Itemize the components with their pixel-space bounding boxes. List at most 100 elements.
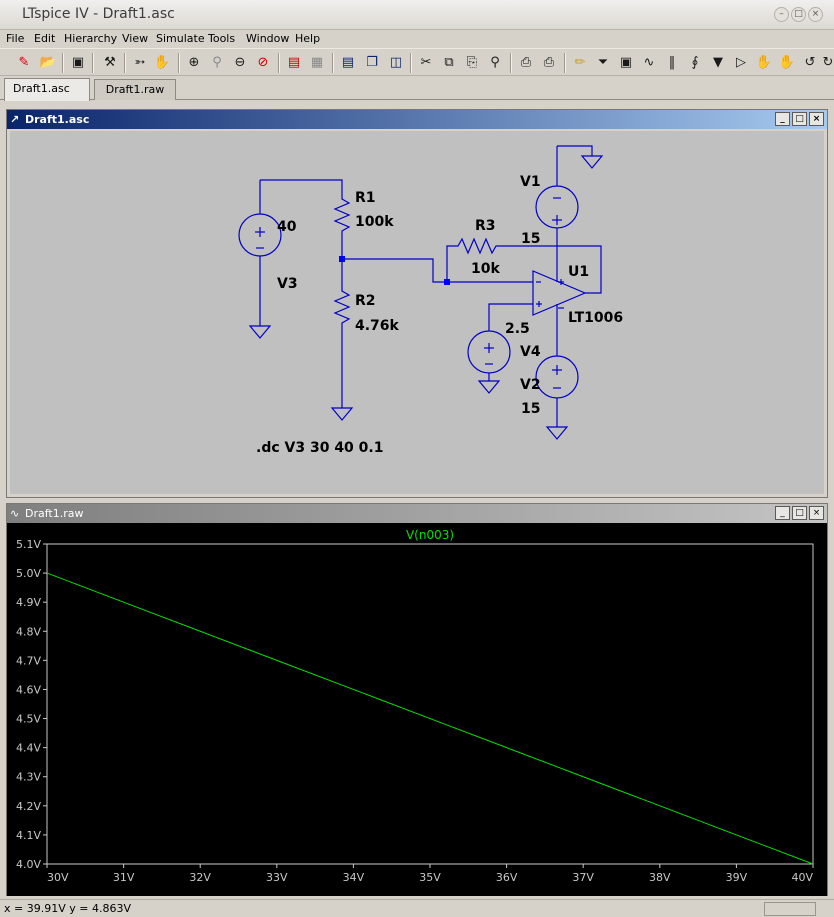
new-schematic-icon[interactable]: ✎ xyxy=(18,55,30,70)
tab-draft1-asc[interactable]: Draft1.asc xyxy=(4,78,90,101)
inductor-icon[interactable]: ∮ xyxy=(691,55,699,70)
tile-horizontal-icon[interactable]: ▤ xyxy=(341,55,355,70)
find-icon[interactable]: ⚲ xyxy=(490,55,500,70)
drag-icon[interactable]: ✋ xyxy=(778,55,796,70)
x-tick-label: 32V xyxy=(189,871,211,884)
r1-value[interactable]: 100k xyxy=(355,214,394,230)
v3-value[interactable]: 40 xyxy=(277,219,297,235)
schematic-minimize-icon[interactable]: _ xyxy=(775,112,790,126)
menu-hierarchy[interactable]: Hierarchy xyxy=(64,32,118,45)
control-panel-icon[interactable]: ⚒ xyxy=(104,55,116,70)
v4-name[interactable]: V4 xyxy=(520,344,541,360)
redo-icon[interactable]: ↻ xyxy=(822,55,834,70)
menu-bar: File Edit Hierarchy View Simulate Tools … xyxy=(0,30,834,48)
copy-icon[interactable]: ⧉ xyxy=(444,55,454,70)
toolbar-separator xyxy=(410,53,412,73)
capacitor-icon[interactable]: ‖ xyxy=(668,55,676,70)
tab-draft1-raw[interactable]: Draft1.raw xyxy=(94,79,176,100)
waveform-minimize-icon[interactable]: _ xyxy=(775,506,790,520)
u1-value[interactable]: LT1006 xyxy=(568,310,623,326)
menu-tools[interactable]: Tools xyxy=(208,32,236,45)
toolbar-separator xyxy=(92,53,94,73)
toolbar-separator xyxy=(332,53,334,73)
component-icon[interactable]: ▷ xyxy=(736,55,746,70)
paste-icon[interactable]: ⎘ xyxy=(466,55,478,70)
menu-help[interactable]: Help xyxy=(295,32,321,45)
trace-line[interactable] xyxy=(46,572,814,865)
resistor-icon[interactable]: ∿ xyxy=(643,55,655,70)
r2-name[interactable]: R2 xyxy=(355,293,376,309)
grid-icon[interactable]: ▦ xyxy=(310,55,324,70)
zoom-in-icon[interactable]: ⊕ xyxy=(188,55,200,70)
waveform-close-icon[interactable]: × xyxy=(809,506,824,520)
cut-icon[interactable]: ✂ xyxy=(420,55,432,70)
y-tick-label: 4.3V xyxy=(16,771,41,784)
undo-icon[interactable]: ↺ xyxy=(804,55,816,70)
menu-edit[interactable]: Edit xyxy=(34,32,56,45)
print-icon[interactable]: ⎙ xyxy=(543,55,555,70)
x-tick-label: 36V xyxy=(496,871,518,884)
v2-value[interactable]: 15 xyxy=(521,401,540,417)
wire-feedback xyxy=(507,245,602,294)
r3-symbol xyxy=(446,237,507,282)
v3-name[interactable]: V3 xyxy=(277,276,298,292)
v1-value[interactable]: 15 xyxy=(521,231,540,247)
maximize-icon[interactable]: □ xyxy=(791,7,806,22)
r3-value[interactable]: 10k xyxy=(471,261,500,277)
open-icon[interactable]: 📂 xyxy=(39,55,57,70)
menu-view[interactable]: View xyxy=(122,32,149,45)
menu-simulate[interactable]: Simulate xyxy=(156,32,205,45)
node-junction[interactable] xyxy=(339,256,345,262)
halt-icon[interactable]: ✋ xyxy=(153,55,171,70)
waveform-maximize-icon[interactable]: □ xyxy=(792,506,807,520)
v4-value[interactable]: 2.5 xyxy=(505,321,530,337)
v2-name[interactable]: V2 xyxy=(520,377,541,393)
v1-name[interactable]: V1 xyxy=(520,174,541,190)
r3-name[interactable]: R3 xyxy=(475,218,496,234)
y-tick-label: 4.0V xyxy=(16,858,41,871)
toolbar-separator xyxy=(178,53,180,73)
draw-wire-icon[interactable]: ✏ xyxy=(574,55,586,70)
pan-icon[interactable]: ⚲ xyxy=(212,55,222,70)
schematic-window-title[interactable]: ↗ Draft1.asc _ □ × xyxy=(7,110,827,129)
x-tick-label: 39V xyxy=(726,871,748,884)
label-net-icon[interactable]: ▣ xyxy=(619,55,633,70)
zoom-fit-icon[interactable]: ⊘ xyxy=(257,55,269,70)
menu-window[interactable]: Window xyxy=(246,32,290,45)
diode-icon[interactable]: ▼ xyxy=(713,55,723,70)
schematic-canvas[interactable]: R1 100k R2 4.76k R3 10k V1 15 V2 15 40 V… xyxy=(10,131,824,494)
schematic-close-icon[interactable]: × xyxy=(809,112,824,126)
trace-legend[interactable]: V(n003) xyxy=(406,528,454,542)
waveform-doc-icon: ∿ xyxy=(10,507,20,520)
minimize-icon[interactable]: – xyxy=(774,7,789,22)
y-tick-label: 4.8V xyxy=(16,625,41,638)
zoom-out-icon[interactable]: ⊖ xyxy=(234,55,246,70)
waveform-window-title[interactable]: ∿ Draft1.raw _ □ × xyxy=(7,504,827,523)
y-tick-label: 4.6V xyxy=(16,683,41,696)
ground-icon[interactable]: ⏷ xyxy=(597,55,609,70)
save-icon[interactable]: ▣ xyxy=(71,55,85,70)
move-icon[interactable]: ✋ xyxy=(755,55,773,70)
v3-ground-symbol xyxy=(248,325,272,339)
close-icon[interactable]: × xyxy=(808,7,823,22)
r1-name[interactable]: R1 xyxy=(355,190,376,206)
schematic-maximize-icon[interactable]: □ xyxy=(792,112,807,126)
r2-ground-symbol xyxy=(330,407,354,421)
v2-source-symbol xyxy=(535,355,579,399)
tile-vertical-icon[interactable]: ◫ xyxy=(389,55,403,70)
autorange-icon[interactable]: ▤ xyxy=(287,55,301,70)
schematic-drawing: R1 100k R2 4.76k R3 10k V1 15 V2 15 40 V… xyxy=(238,145,623,456)
run-icon[interactable]: ➳ xyxy=(134,55,146,70)
v2-ground-symbol xyxy=(545,426,569,440)
r1-symbol xyxy=(333,189,351,259)
spice-directive[interactable]: .dc V3 30 40 0.1 xyxy=(256,440,383,456)
u1-name[interactable]: U1 xyxy=(568,264,589,280)
node-junction[interactable] xyxy=(444,279,450,285)
menu-file[interactable]: File xyxy=(6,32,25,45)
print-preview-icon[interactable]: ⎙ xyxy=(520,55,532,70)
r2-value[interactable]: 4.76k xyxy=(355,318,400,334)
cascade-icon[interactable]: ❐ xyxy=(366,55,378,70)
